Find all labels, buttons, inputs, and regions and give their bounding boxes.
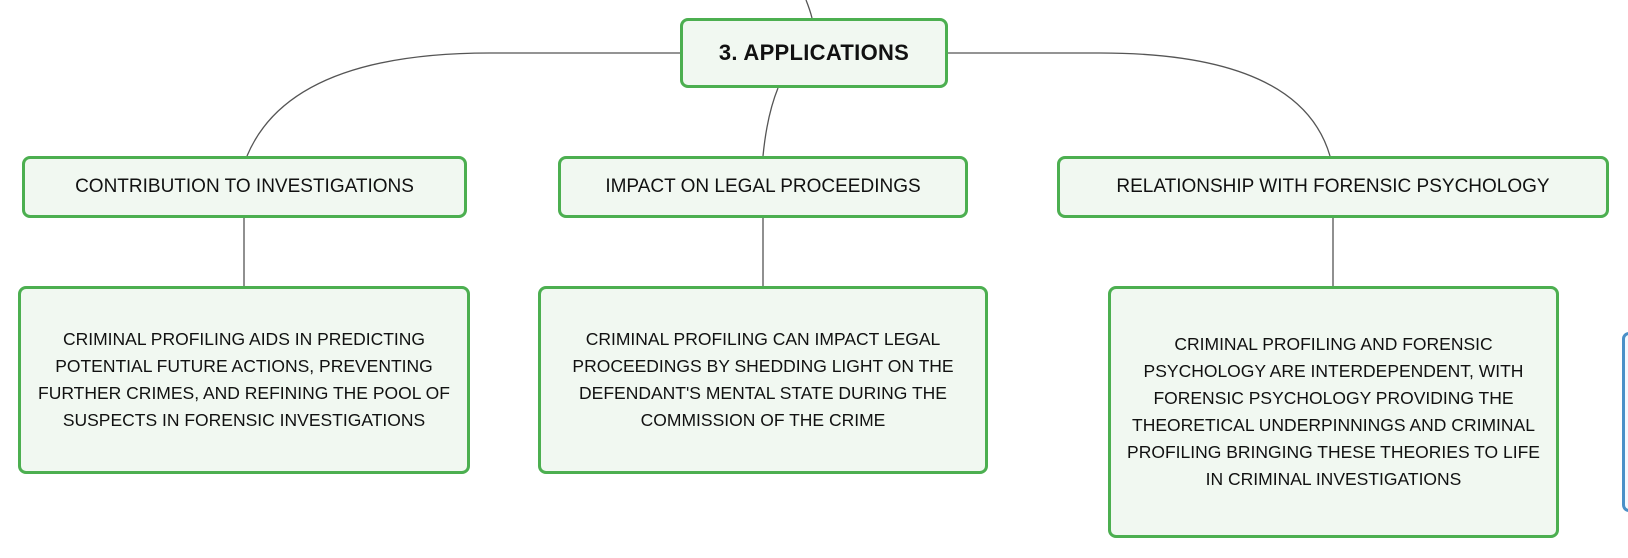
detail-node-impact[interactable]: CRIMINAL PROFILING CAN IMPACT LEGAL PROC…	[538, 286, 988, 474]
offscreen-node-edge[interactable]	[1622, 332, 1628, 512]
detail-node-text: CRIMINAL PROFILING AIDS IN PREDICTING PO…	[38, 329, 450, 430]
connector-parent-to-root	[805, 0, 813, 19]
detail-node-relationship[interactable]: CRIMINAL PROFILING AND FORENSIC PSYCHOLO…	[1108, 286, 1559, 538]
detail-node-text: CRIMINAL PROFILING AND FORENSIC PSYCHOLO…	[1127, 334, 1540, 489]
connector-root-to-relationship	[948, 52, 1331, 157]
detail-node-contribution[interactable]: CRIMINAL PROFILING AIDS IN PREDICTING PO…	[18, 286, 470, 474]
branch-node-label: RELATIONSHIP WITH FORENSIC PSYCHOLOGY	[1116, 176, 1550, 197]
root-node-label: 3. APPLICATIONS	[718, 40, 910, 65]
branch-node-contribution[interactable]: CONTRIBUTION TO INVESTIGATIONS	[22, 156, 467, 218]
branch-node-label: IMPACT ON LEGAL PROCEEDINGS	[605, 176, 921, 197]
connector-root-to-impact	[762, 87, 779, 157]
connector-root-to-contribution	[246, 52, 680, 157]
branch-node-impact[interactable]: IMPACT ON LEGAL PROCEEDINGS	[558, 156, 968, 218]
detail-node-text: CRIMINAL PROFILING CAN IMPACT LEGAL PROC…	[572, 329, 954, 430]
branch-node-relationship[interactable]: RELATIONSHIP WITH FORENSIC PSYCHOLOGY	[1057, 156, 1609, 218]
branch-node-label: CONTRIBUTION TO INVESTIGATIONS	[75, 176, 414, 197]
root-node[interactable]: 3. APPLICATIONS	[680, 18, 948, 88]
